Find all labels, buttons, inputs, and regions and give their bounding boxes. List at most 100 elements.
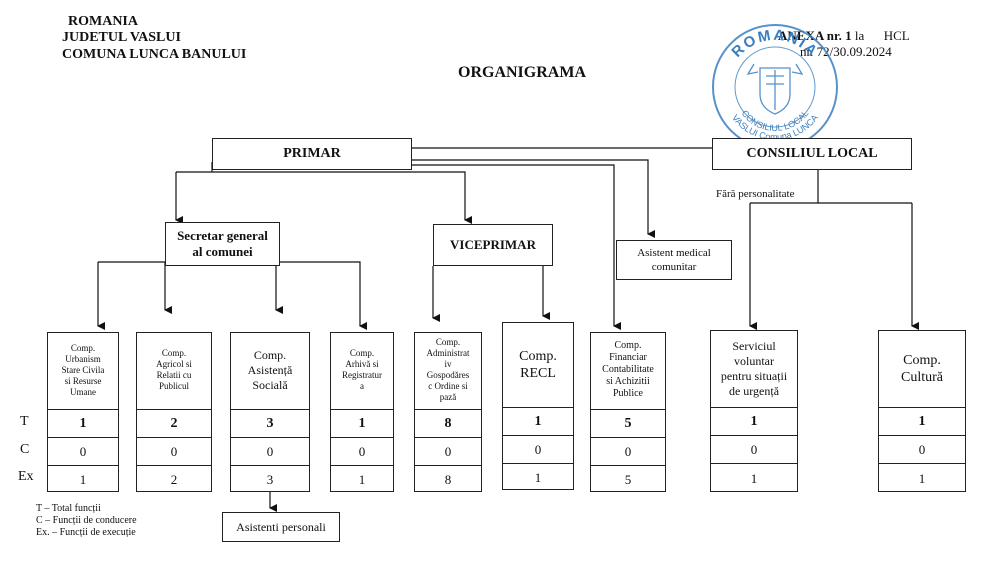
asistent-medical-line-2: comunitar (651, 261, 697, 273)
dept-name-line: Publicul (158, 381, 189, 391)
primar-box: PRIMAR (212, 138, 412, 170)
cell-executie: 1 (503, 463, 573, 491)
cell-total: 1 (879, 407, 965, 436)
secretar-general-box: Secretar general al comunei (165, 222, 280, 266)
dept-name-line: c Ordine si (428, 381, 468, 391)
dept-name: Comp. Asistență Socială (231, 333, 309, 407)
dept-name-line: Agricol si (156, 359, 192, 369)
dept-name: Comp. RECL (503, 323, 573, 407)
dept-box-financiar: Comp. Financiar Contabilitate si Achizit… (590, 332, 666, 492)
dept-name-line: Registratur (342, 370, 382, 380)
annex-suffix: la HCL (851, 28, 910, 43)
cell-executie: 1 (879, 463, 965, 493)
secretar-line-1: Secretar general (177, 228, 268, 243)
cell-executie: 1 (48, 465, 118, 493)
legend-conducere: C – Funcții de conducere (36, 515, 137, 526)
dept-name-line: Umane (70, 386, 96, 397)
dept-box-agricol: Comp. Agricol si Relatii cu Publicul 2 0… (136, 332, 212, 492)
cell-total: 3 (231, 409, 309, 438)
dept-name-line: si Achizitii (606, 376, 650, 387)
county-label: JUDETUL VASLUI (62, 30, 181, 45)
dept-name-line: Comp. (903, 353, 941, 368)
cell-conducere: 0 (415, 437, 481, 466)
dept-name-line: Comp. (70, 342, 96, 353)
dept-name-line: Gospodăres (426, 370, 470, 380)
dept-name-line: Asistență (247, 362, 293, 377)
cell-executie: 3 (231, 465, 309, 493)
cell-total: 1 (711, 407, 797, 436)
cell-executie: 1 (331, 465, 393, 493)
dept-box-asistenta-sociala: Comp. Asistență Socială 3 0 3 (230, 332, 310, 492)
dept-name-line: voluntar (734, 354, 774, 368)
dept-name: Comp. Financiar Contabilitate si Achizit… (591, 333, 665, 407)
cell-executie: 5 (591, 465, 665, 493)
dept-name: Comp. Administrat iv Gospodăres c Ordine… (415, 333, 481, 407)
coat-of-arms-icon (746, 63, 804, 115)
dept-name-line: a (360, 381, 364, 391)
row-label-executie: Ex (18, 469, 34, 484)
dept-name-line: Contabilitate (602, 364, 654, 375)
dept-box-recl: Comp. RECL 1 0 1 (502, 322, 574, 490)
cell-conducere: 0 (591, 437, 665, 466)
cell-conducere: 0 (137, 437, 211, 466)
official-stamp: ROMANIA VASLUI Comuna LUNCA CONSILIUL LO… (712, 24, 838, 150)
dept-name-line: Comp. (519, 349, 557, 364)
dept-name: Comp. Urbanism Stare Civila si Resurse U… (48, 333, 118, 407)
dept-name-line: Relatii cu (156, 370, 192, 380)
dept-name-line: de urgență (728, 384, 780, 398)
dept-name-line: Cultură (901, 370, 943, 385)
dept-name-line: pentru situații (720, 369, 788, 383)
asistent-medical-box: Asistent medical comunitar (616, 240, 732, 280)
consiliul-local-box: CONSILIUL LOCAL (712, 138, 912, 170)
dept-name: Comp. Arhivă si Registratur a (331, 333, 393, 407)
dept-name-line: Comp. (161, 348, 187, 358)
dept-name-line: si Resurse (64, 375, 102, 386)
legend: T – Total funcții C – Funcții de conduce… (36, 503, 137, 539)
dept-box-administrativ: Comp. Administrat iv Gospodăres c Ordine… (414, 332, 482, 492)
dept-box-situatii-urgenta: Serviciul voluntar pentru situații de ur… (710, 330, 798, 492)
annex-label: ANEXA nr. 1 la HCL (778, 28, 910, 44)
row-label-conducere: C (20, 442, 30, 457)
cell-conducere: 0 (711, 435, 797, 464)
row-label-total: T (20, 414, 29, 429)
cell-conducere: 0 (879, 435, 965, 464)
cell-total: 1 (331, 409, 393, 438)
cell-executie: 2 (137, 465, 211, 493)
dept-name-line: Arhivă si (345, 359, 379, 369)
dept-name-line: Comp. (253, 347, 287, 362)
cell-total: 2 (137, 409, 211, 438)
cell-total: 5 (591, 409, 665, 438)
secretar-line-2: al comunei (192, 244, 253, 259)
dept-name-line: iv (444, 359, 452, 369)
dept-name-line: Socială (252, 377, 288, 392)
cell-conducere: 0 (503, 435, 573, 464)
dept-box-urbanism: Comp. Urbanism Stare Civila si Resurse U… (47, 332, 119, 492)
dept-name-line: Administrat (426, 348, 470, 358)
cell-conducere: 0 (331, 437, 393, 466)
dept-name: Comp. Cultură (879, 331, 965, 407)
cell-conducere: 0 (231, 437, 309, 466)
dept-name-line: RECL (520, 366, 556, 381)
dept-name-line: Comp. (349, 348, 375, 358)
dept-name-line: pază (439, 392, 457, 402)
dept-name-line: Publice (613, 388, 643, 399)
cell-executie: 1 (711, 463, 797, 493)
dept-name: Serviciul voluntar pentru situații de ur… (711, 331, 797, 407)
dept-name-line: Comp. (614, 340, 642, 351)
cell-total: 1 (48, 409, 118, 438)
dept-box-cultura: Comp. Cultură 1 0 1 (878, 330, 966, 492)
dept-name-line: Comp. (435, 337, 461, 347)
legend-total: T – Total funcții (36, 503, 101, 514)
country-label: ROMANIA (68, 14, 138, 29)
annex-number: ANEXA nr. 1 (778, 28, 852, 43)
asistent-medical-line-1: Asistent medical (637, 247, 711, 259)
page-title: ORGANIGRAMA (458, 64, 586, 81)
dept-name-line: Stare Civila (61, 364, 105, 375)
dept-name: Comp. Agricol si Relatii cu Publicul (137, 333, 211, 407)
cell-total: 8 (415, 409, 481, 438)
dept-name-line: Financiar (609, 352, 647, 363)
cell-total: 1 (503, 407, 573, 436)
viceprimar-box: VICEPRIMAR (433, 224, 553, 266)
dept-name-line: Serviciul (732, 339, 776, 353)
